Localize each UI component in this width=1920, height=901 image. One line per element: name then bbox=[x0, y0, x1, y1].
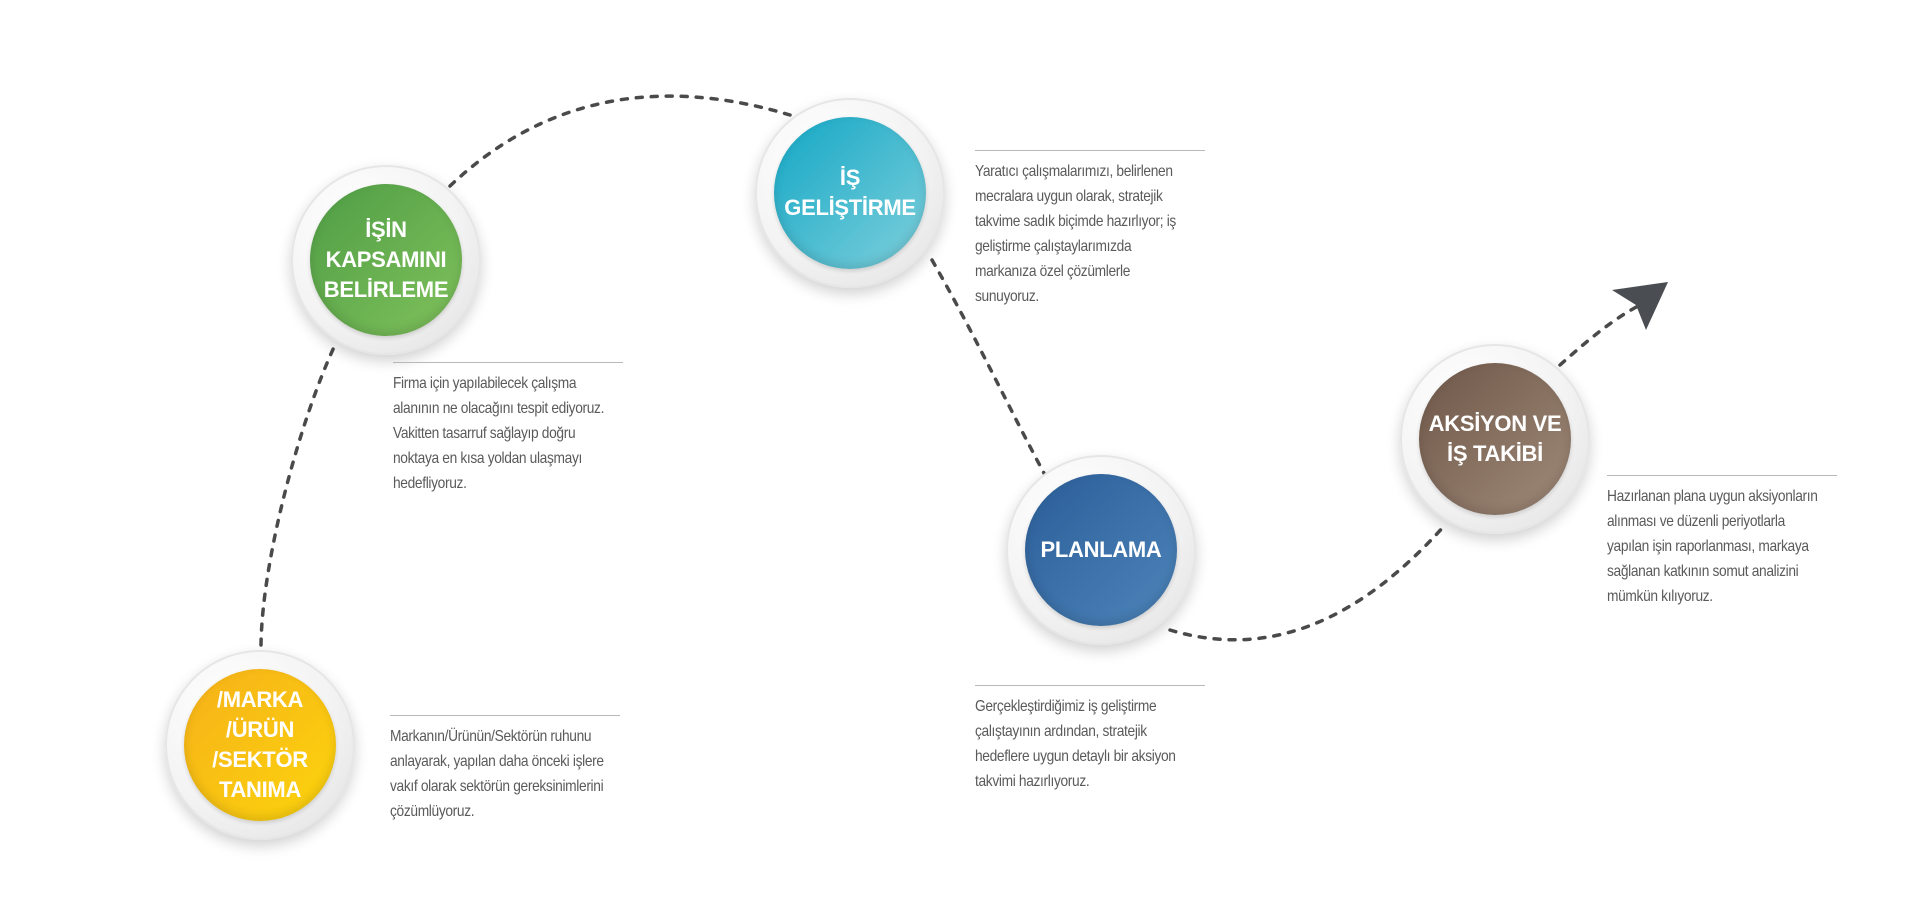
step-2-circle: İŞİN KAPSAMINI BELİRLEME bbox=[310, 184, 462, 336]
step-4-description-box: Gerçekleştirdiğimiz iş geliştirme çalışt… bbox=[975, 685, 1205, 794]
step-3-description: Yaratıcı çalışmalarımızı, belirlenen mec… bbox=[975, 163, 1176, 305]
step-2-description-box: Firma için yapılabilecek çalışma alanını… bbox=[393, 362, 623, 496]
flow-line bbox=[259, 94, 1642, 647]
step-5-description: Hazırlanan plana uygun aksiyonların alın… bbox=[1607, 488, 1818, 605]
step-1-circle: /MARKA /ÜRÜN /SEKTÖR TANIMA bbox=[184, 669, 336, 821]
step-4-description: Gerçekleştirdiğimiz iş geliştirme çalışt… bbox=[975, 698, 1176, 790]
step-5-description-box: Hazırlanan plana uygun aksiyonların alın… bbox=[1607, 475, 1837, 609]
step-4-title: PLANLAMA bbox=[1040, 537, 1162, 562]
step-3-title: İŞ GELİŞTİRME bbox=[784, 165, 916, 220]
step-2-title: İŞİN KAPSAMINI BELİRLEME bbox=[323, 217, 449, 302]
step-brand-product-sector: /MARKA /ÜRÜN /SEKTÖR TANIMA bbox=[165, 650, 355, 840]
step-1-title: /MARKA /ÜRÜN /SEKTÖR TANIMA bbox=[212, 687, 308, 802]
step-2-description: Firma için yapılabilecek çalışma alanını… bbox=[393, 375, 605, 492]
step-business-development: İŞ GELİŞTİRME bbox=[755, 98, 945, 288]
step-3-circle: İŞ GELİŞTİRME bbox=[774, 117, 926, 269]
arrow-head-icon bbox=[1612, 282, 1668, 330]
step-3-description-box: Yaratıcı çalışmalarımızı, belirlenen mec… bbox=[975, 150, 1205, 309]
step-1-description-box: Markanın/Ürünün/Sektörün ruhunu anlayara… bbox=[390, 715, 620, 824]
step-planning: PLANLAMA bbox=[1006, 455, 1196, 645]
step-5-title: AKSİYON VE İŞ TAKİBİ bbox=[1428, 411, 1562, 466]
step-action-tracking: AKSİYON VE İŞ TAKİBİ bbox=[1400, 344, 1590, 534]
step-1-description: Markanın/Ürünün/Sektörün ruhunu anlayara… bbox=[390, 728, 604, 820]
step-4-circle: PLANLAMA bbox=[1025, 474, 1177, 626]
step-5-circle: AKSİYON VE İŞ TAKİBİ bbox=[1419, 363, 1571, 515]
step-scope-definition: İŞİN KAPSAMINI BELİRLEME bbox=[291, 165, 481, 355]
